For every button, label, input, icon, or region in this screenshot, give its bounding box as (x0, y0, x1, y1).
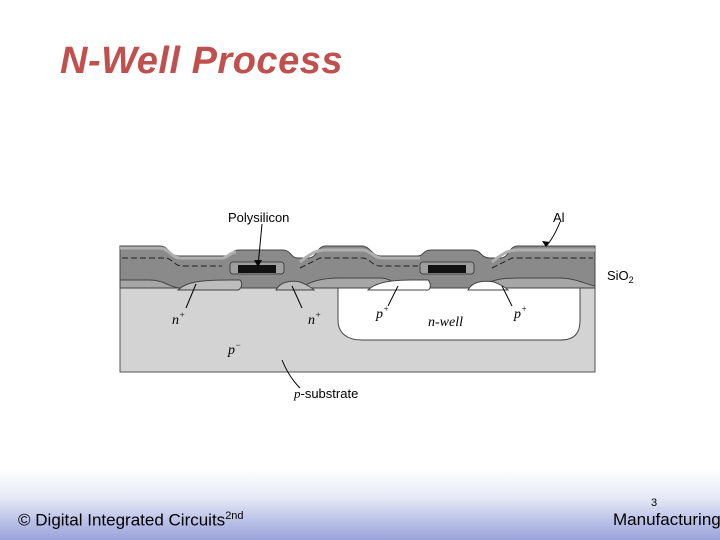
p-plus-right-leader (501, 285, 513, 307)
n-well-region (337, 287, 581, 341)
n-well-cross-section-diagram: Polysilicon Al SiO2 n+ n+ p+ p+ n-well p… (119, 210, 634, 401)
polysilicon-gate-1 (238, 265, 276, 273)
al-arrowhead (542, 241, 550, 247)
edition-superscript: 2nd (225, 510, 244, 522)
polysilicon-leader (257, 223, 263, 267)
oxide-dashed-line (122, 257, 593, 269)
footer-section-name: Manufacturing (613, 510, 720, 529)
n-plus-label-left: n+ (172, 310, 185, 328)
n-plus-diffusion-right (275, 280, 316, 291)
p-plus-diffusion-right (467, 280, 510, 291)
polysilicon-label: Polysilicon (228, 210, 289, 225)
footer-bar (0, 470, 720, 540)
footer-course-title: © Digital Integrated Circuits2nd (18, 510, 244, 531)
copyright-symbol: © (18, 510, 31, 530)
aluminum-layer (120, 246, 595, 264)
n-well-label: n-well (428, 315, 463, 330)
p-minus-label: p− (227, 340, 241, 358)
sio2-label: SiO2 (607, 268, 634, 285)
p-plus-left-leader (387, 285, 399, 307)
polysilicon-arrowhead (254, 260, 262, 267)
p-plus-label-right: p+ (513, 304, 527, 322)
n-plus-diffusion-left (176, 279, 243, 291)
n-plus-right-leader (291, 285, 303, 309)
p-substrate-leader (281, 359, 301, 389)
polysilicon-gate-2 (428, 265, 466, 273)
n-plus-left-leader (185, 283, 197, 309)
p-plus-label-left: p+ (375, 304, 389, 322)
slide-title: N-Well Process (60, 40, 343, 82)
n-plus-label-right: n+ (308, 310, 321, 328)
al-label: Al (553, 210, 565, 225)
course-name: Digital Integrated Circuits (35, 510, 226, 530)
p-plus-diffusion-left (366, 279, 431, 291)
p-substrate-label: p-substrate (293, 386, 358, 401)
page-number: 3 (651, 497, 658, 509)
